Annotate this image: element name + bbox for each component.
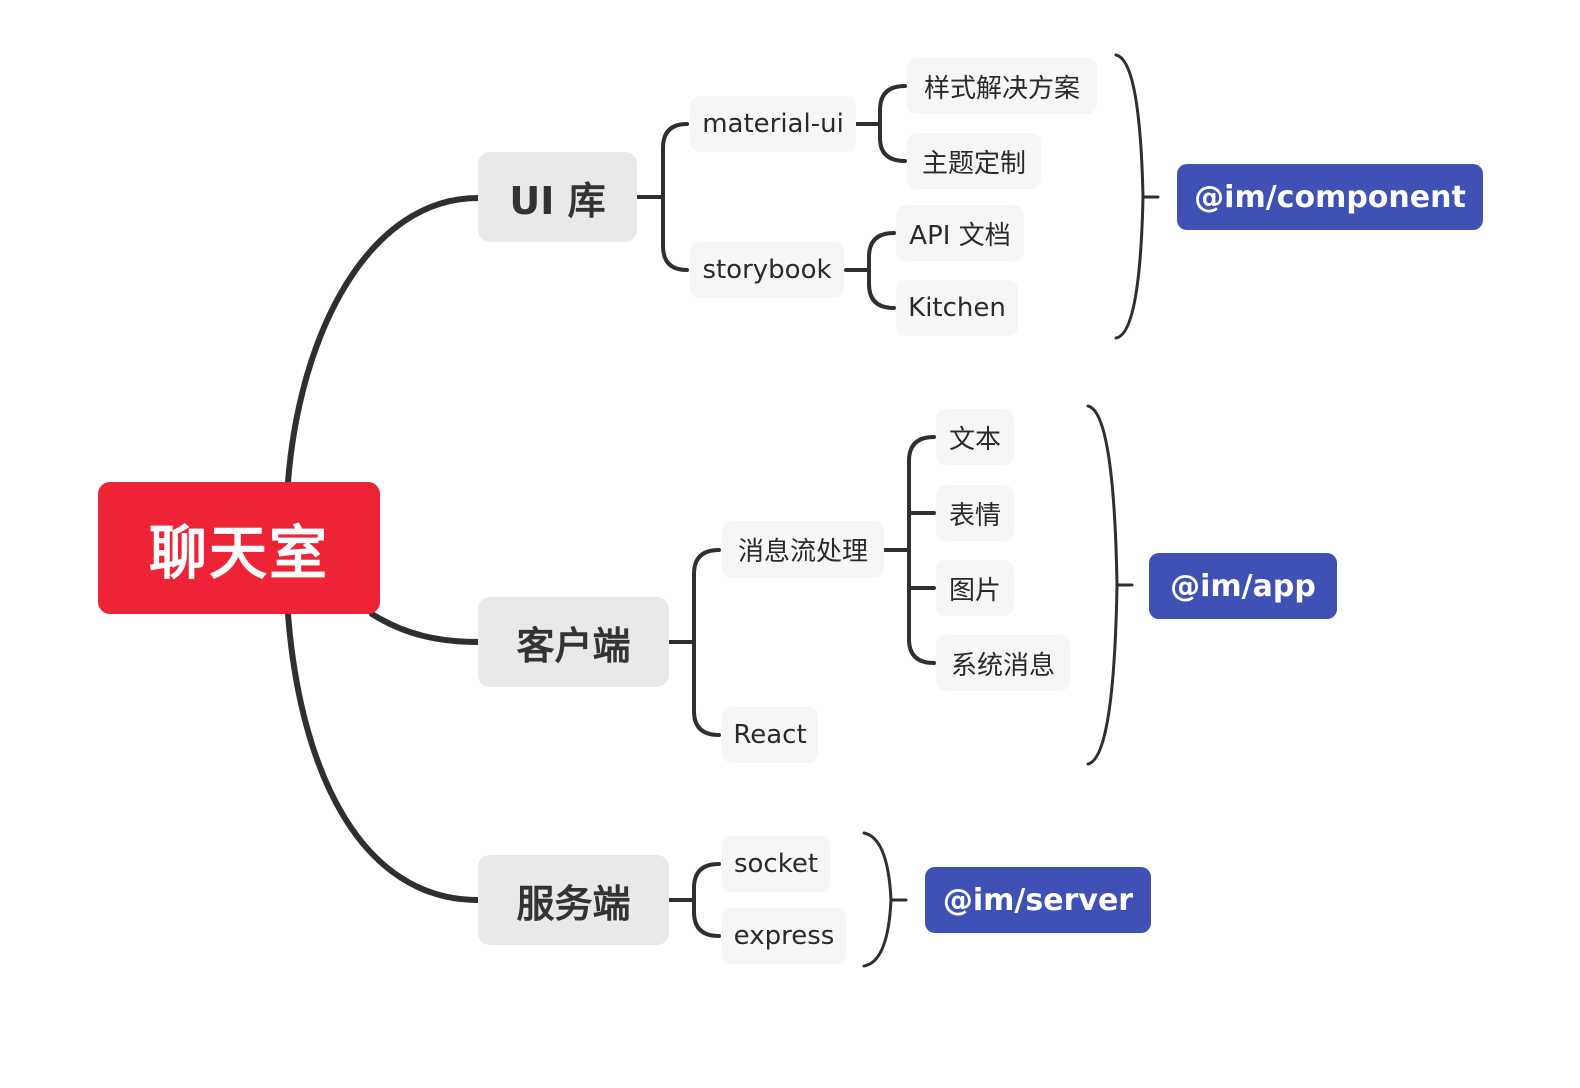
topic-emoji[interactable]: 表情 [936, 485, 1014, 541]
brace-ui [1114, 53, 1160, 340]
topic-ui-library[interactable]: UI 库 [478, 152, 637, 242]
root-topic[interactable]: 聊天室 [98, 482, 380, 614]
link-material-items [855, 84, 907, 163]
link-root-server [285, 611, 481, 903]
topic-socket[interactable]: socket [722, 836, 830, 892]
topic-api-docs[interactable]: API 文档 [896, 205, 1024, 261]
topic-client[interactable]: 客户端 [478, 597, 669, 687]
topic-style-solution[interactable]: 样式解决方案 [907, 58, 1097, 114]
link-root-client [369, 611, 481, 645]
topic-express[interactable]: express [722, 908, 846, 964]
topic-message-stream[interactable]: 消息流处理 [722, 521, 884, 578]
brace-client [1086, 404, 1134, 766]
label-im-server[interactable]: @im/server [925, 867, 1151, 933]
link-storybook-items [844, 231, 896, 310]
link-server-children [666, 862, 721, 938]
topic-theme-custom[interactable]: 主题定制 [907, 133, 1041, 189]
label-im-component[interactable]: @im/component [1177, 164, 1483, 230]
link-client-children [666, 548, 721, 737]
topic-image[interactable]: 图片 [936, 560, 1014, 616]
link-ui-children [635, 122, 689, 272]
topic-system-message[interactable]: 系统消息 [936, 635, 1070, 691]
label-im-app[interactable]: @im/app [1149, 553, 1337, 619]
topic-react[interactable]: React [722, 707, 818, 763]
topic-kitchen[interactable]: Kitchen [896, 280, 1018, 336]
topic-text[interactable]: 文本 [936, 409, 1014, 465]
topic-material-ui[interactable]: material-ui [690, 96, 856, 152]
link-stream-items [883, 435, 936, 665]
topic-server[interactable]: 服务端 [478, 855, 669, 945]
topic-storybook[interactable]: storybook [690, 242, 844, 298]
brace-server [862, 831, 908, 968]
link-root-ui [285, 195, 481, 485]
